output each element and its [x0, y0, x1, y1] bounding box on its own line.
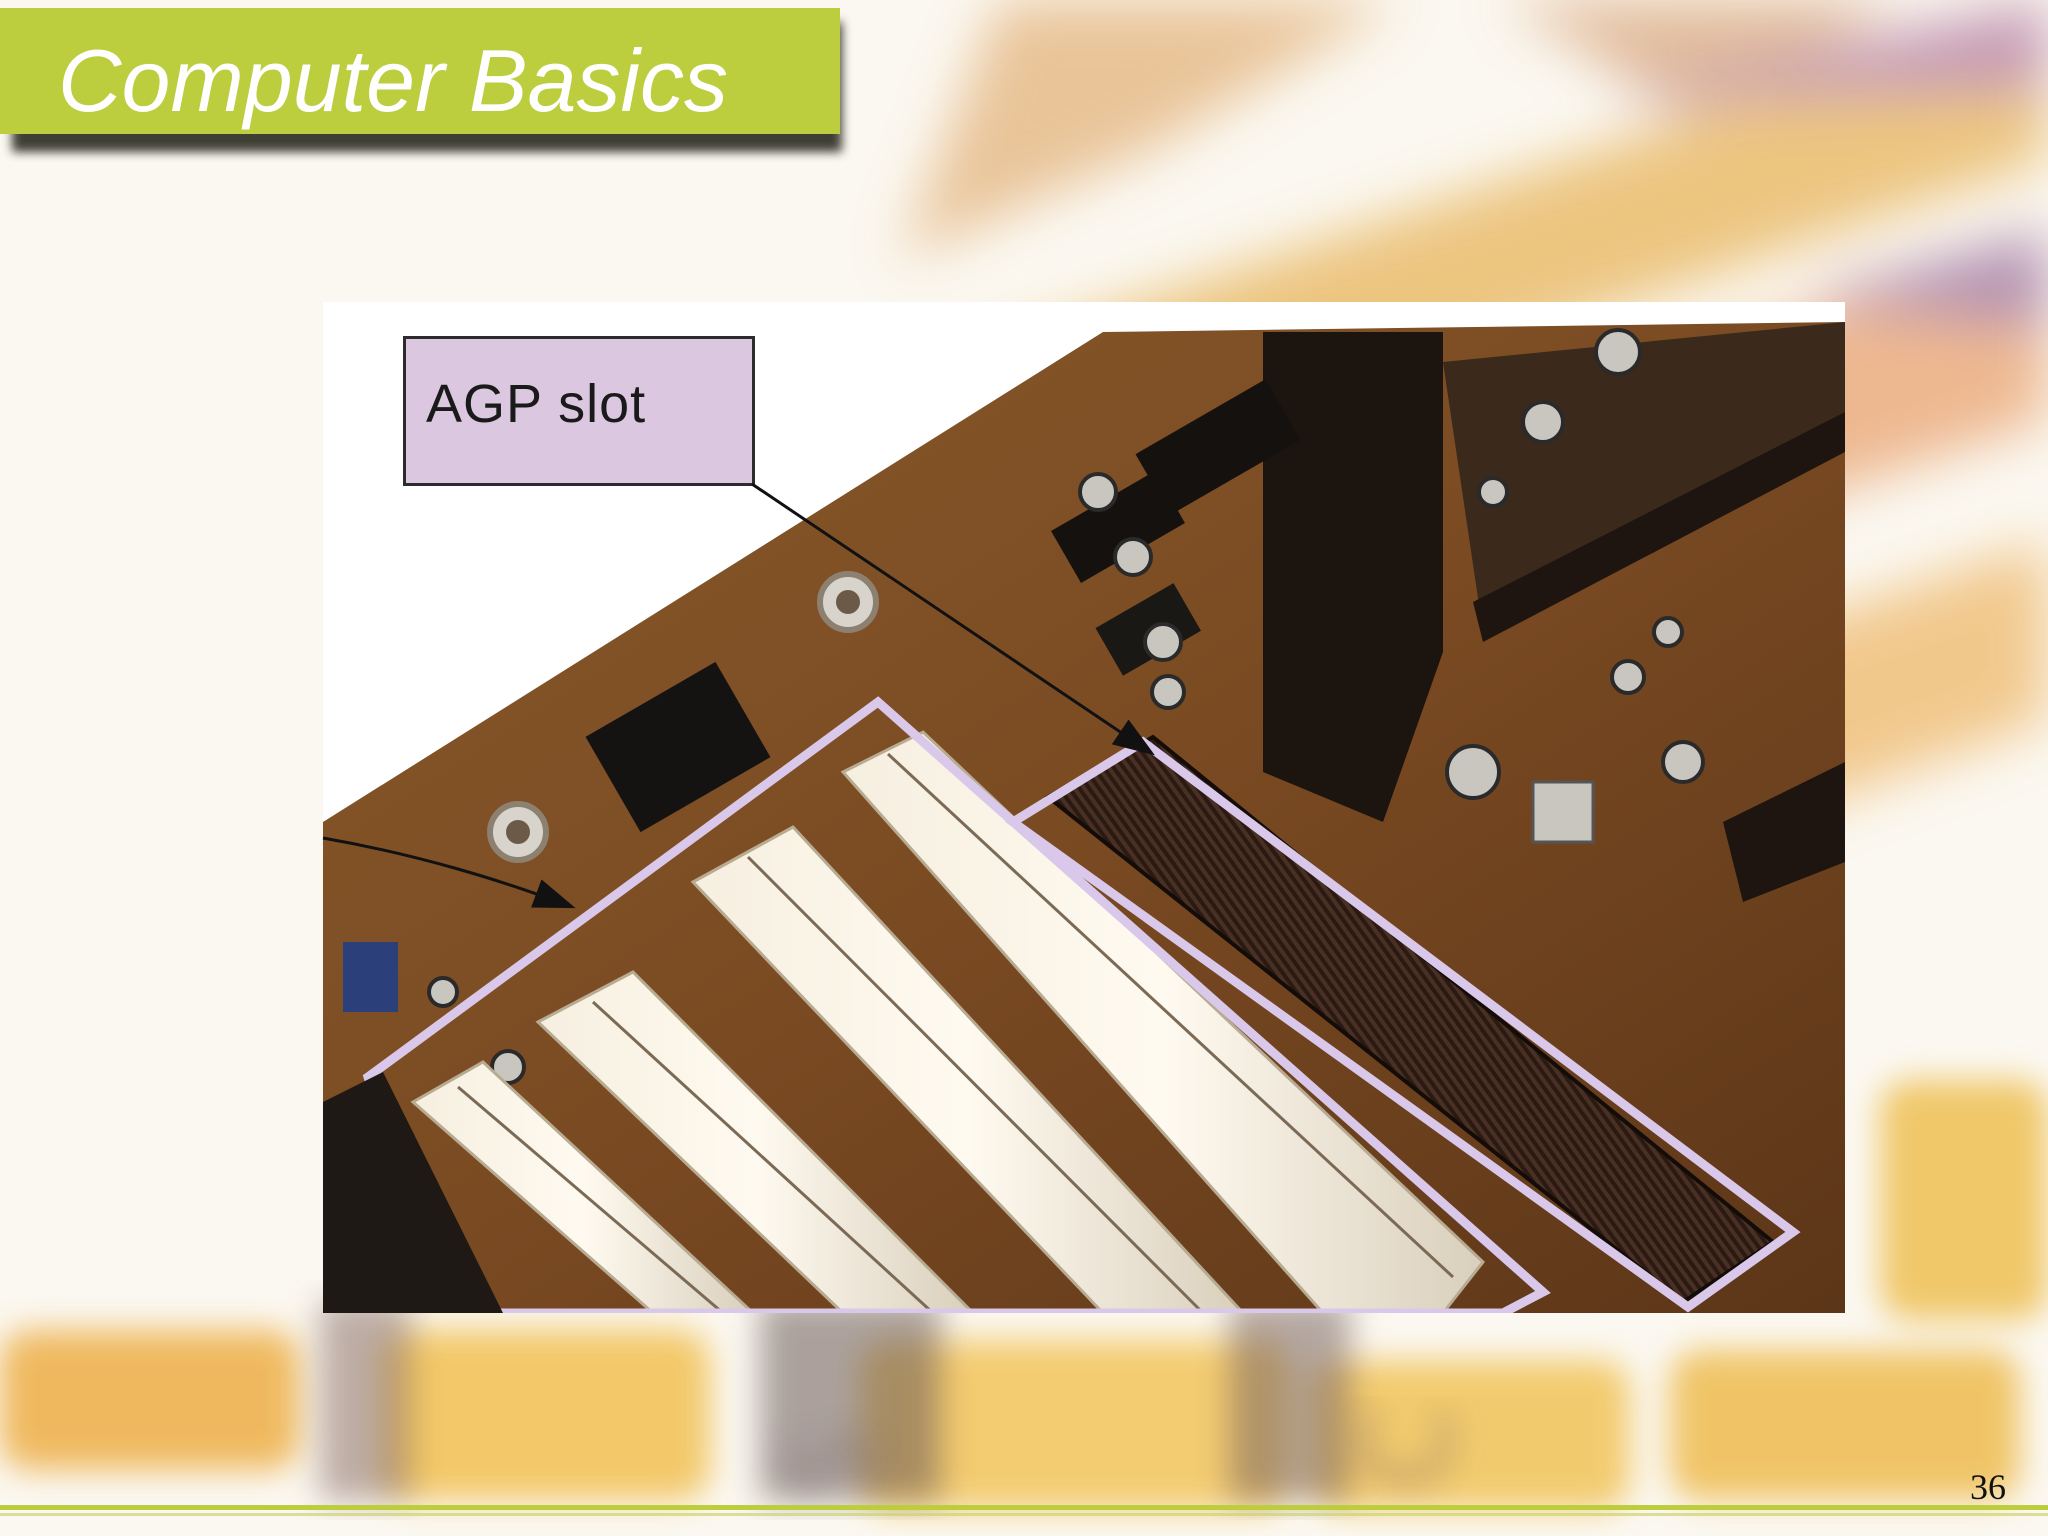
motherboard-photo: [323, 302, 1845, 1313]
svg-text:S: S: [768, 1430, 896, 1500]
footer-rule-secondary: [0, 1513, 2048, 1516]
footer-rule: [0, 1505, 2048, 1510]
page-number: 36: [1970, 1467, 2006, 1507]
title-bar: Computer Basics: [0, 8, 840, 134]
slide-title: Computer Basics: [58, 31, 729, 130]
agp-slot-callout: AGP slot: [403, 336, 755, 486]
callout-label: AGP slot: [426, 374, 647, 434]
svg-text:C: C: [1340, 1406, 1479, 1490]
